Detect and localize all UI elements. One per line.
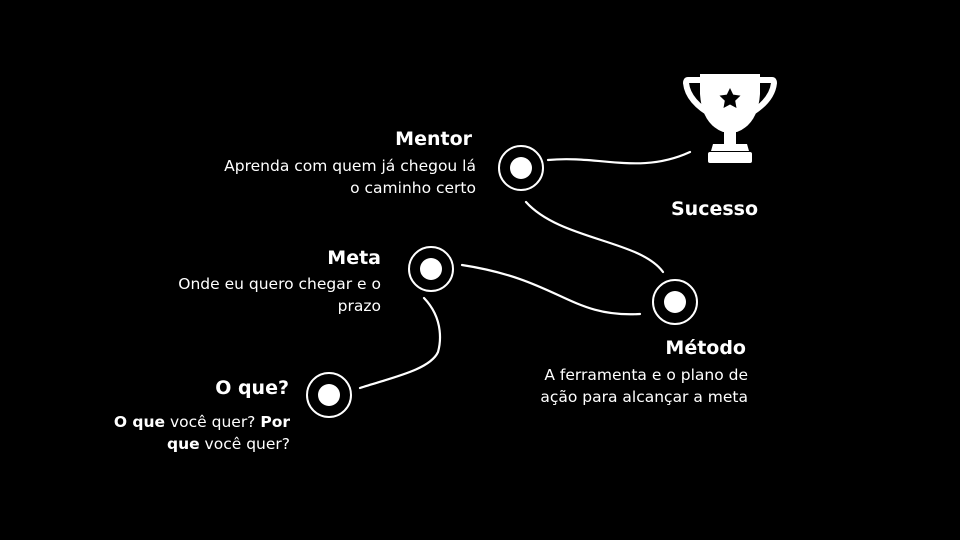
oque-bold-que: que	[166, 435, 200, 453]
oque-q1-rest: você quer?	[165, 413, 261, 431]
metodo-desc: A ferramenta e o plano de ação para alca…	[478, 364, 748, 408]
oque-title: O que?	[215, 377, 289, 399]
node-oque	[306, 372, 352, 418]
connector-mentor-metodo	[524, 200, 665, 274]
metodo-desc-line1: A ferramenta e o plano de	[544, 366, 748, 384]
oque-bold-what: O que	[113, 413, 166, 431]
connector-oque-meta	[358, 296, 442, 390]
connector-mentor-sucesso	[546, 150, 692, 165]
meta-desc-line2: prazo	[337, 297, 381, 315]
metodo-title: Método	[665, 337, 746, 359]
connector-meta-metodo	[460, 263, 642, 316]
oque-desc: O que você quer? Por que você quer?	[50, 411, 290, 455]
meta-desc: Onde eu quero chegar e o prazo	[121, 273, 381, 317]
meta-desc-line1: Onde eu quero chegar e o	[178, 275, 381, 293]
oque-desc-line1: O que você quer? Por	[50, 411, 290, 433]
trophy-icon	[683, 74, 777, 163]
sucesso-label: Sucesso	[671, 198, 759, 220]
oque-bold-por: Por	[260, 413, 290, 431]
meta-title: Meta	[327, 247, 381, 269]
node-metodo	[652, 279, 698, 325]
node-meta	[408, 246, 454, 292]
oque-q2-rest: você quer?	[199, 435, 290, 453]
metodo-desc-line2: ação para alcançar a meta	[540, 388, 748, 406]
oque-desc-line2: que você quer?	[50, 433, 290, 455]
node-mentor	[498, 145, 544, 191]
mentor-title: Mentor	[395, 128, 472, 150]
mentor-desc: Aprenda com quem já chegou lá o caminho …	[224, 157, 476, 197]
